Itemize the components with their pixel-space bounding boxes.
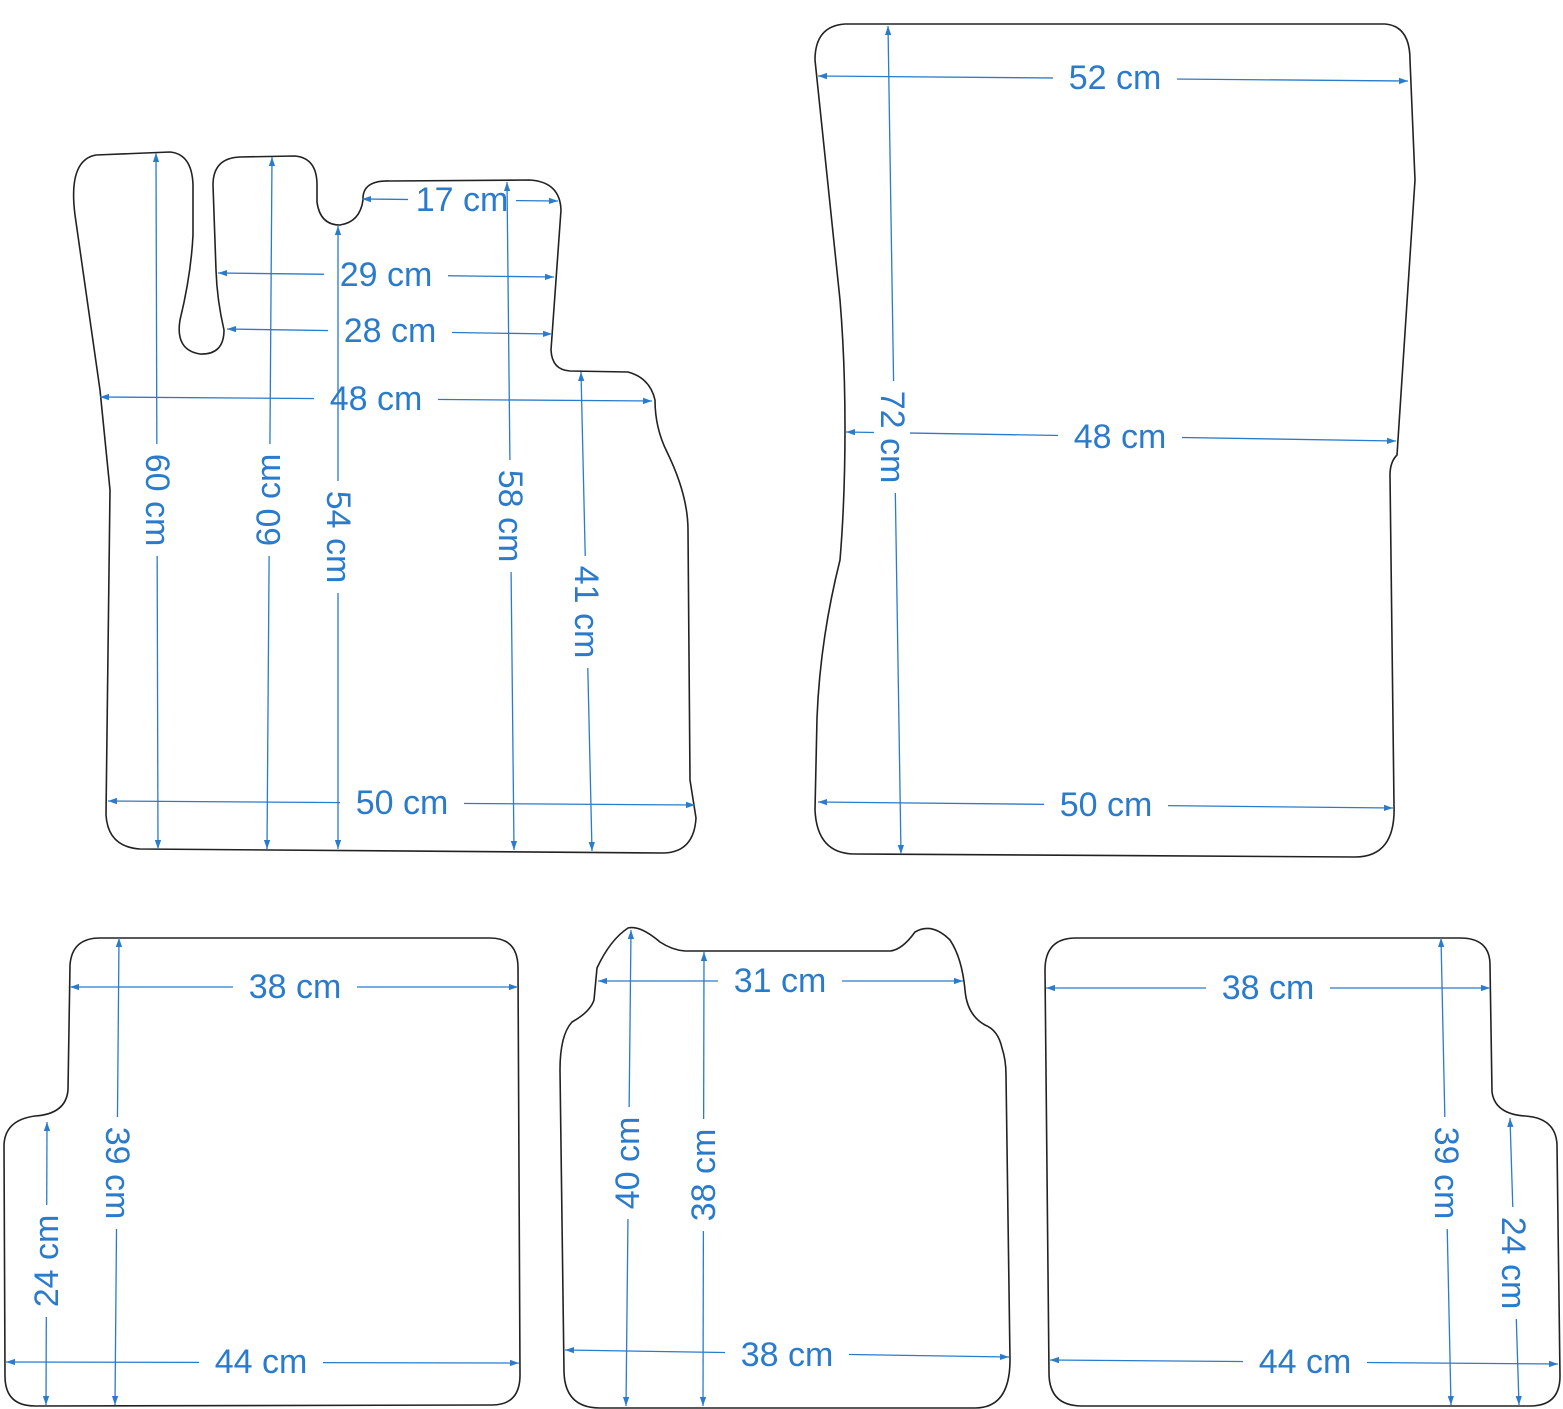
rear-right-mat-dimensions: 38 cm 44 cm 39 cm 24 cm [1046,937,1559,1406]
dimension-label: 52 cm [1069,59,1162,97]
dimension-label-group: 48 cm [1058,418,1182,456]
dimension-label-group: 28 cm [328,312,452,350]
dimension-label: 39 cm [98,1127,136,1220]
front-left-mat-dimensions: 17 cm 29 cm 28 cm 48 cm 50 cm 60 cm 60 cm 54 cm… [99,152,696,852]
dimension-label-group: 72 cm [873,381,911,493]
mat-outline-rear-left [3,937,521,1407]
dimension-label-background [1044,787,1168,823]
dimension-label-background [1495,1207,1531,1319]
rear-middle-mat-dimensions: 31 cm 38 cm 40 cm 38 cm [564,929,1010,1407]
dimension-label-background [233,969,357,1005]
front-right-mat-dimensions: 52 cm 48 cm 50 cm 72 cm [817,25,1409,855]
dimension-label-group: 44 cm [199,1343,323,1381]
dimension-label-background [874,381,910,493]
mat-outline-rear-middle [559,926,1011,1409]
dimension-label-group: 17 cm [408,181,516,219]
dimension-label-background [1428,1117,1464,1229]
dimension-label-background [610,1107,646,1219]
dimension-label-group: 38 cm [725,1336,849,1374]
dimension-label-group: 40 cm [609,1107,647,1219]
dimension-label: 38 cm [1222,969,1315,1007]
dimension-label-group: 50 cm [1044,786,1168,824]
dimension-label: 60 cm [138,454,176,547]
dimension-label: 48 cm [330,380,423,418]
dimension-label-group: 60 cm [138,444,176,556]
dimension-label-background [139,444,175,556]
dimension-label-background [1053,60,1177,96]
dimension-label: 28 cm [344,312,437,350]
dimension-label-group: 31 cm [718,962,842,1000]
dimension-label: 50 cm [1060,786,1153,824]
dimension-label: 38 cm [685,1129,723,1222]
dimension-label: 41 cm [567,566,605,659]
dimension-label-background [328,313,452,349]
dimension-label-background [1058,419,1182,455]
dimension-label-group: 60 cm [250,444,288,556]
dimension-label-group: 39 cm [1427,1117,1465,1229]
rear-left-mat-dimensions: 38 cm 44 cm 39 cm 24 cm [5,937,520,1406]
dimension-label-background [320,481,356,593]
dimension-label-background [686,1119,722,1231]
dimension-label-group: 24 cm [1494,1207,1532,1319]
mat-outline-rear-right [1044,937,1561,1407]
dimension-label-group: 54 cm [319,481,357,593]
dimension-label-background [251,444,287,556]
dimension-label: 58 cm [491,470,529,563]
dimension-label-background [725,1337,849,1373]
dimension-label-background [324,257,448,293]
dimension-label: 38 cm [741,1336,834,1374]
dimension-label: 50 cm [356,784,449,822]
dimension-label: 24 cm [1494,1217,1532,1310]
dimension-label: 31 cm [734,962,827,1000]
dimension-label: 72 cm [873,391,911,484]
dimension-label: 38 cm [249,968,342,1006]
dimension-label-group: 58 cm [491,460,529,572]
dimension-label-background [199,1344,323,1380]
dimension-label-background [1243,1344,1367,1380]
dimension-label-background [1206,970,1330,1006]
dimension-label-background [718,963,842,999]
dimension-label-group: 38 cm [1206,969,1330,1007]
dimension-label-background [408,182,516,218]
dimension-label: 48 cm [1074,418,1167,456]
dimension-label-background [29,1205,65,1317]
dimension-label: 29 cm [340,256,433,294]
dimension-label: 44 cm [1259,1343,1352,1381]
dimension-label-background [492,460,528,572]
dimension-label-group: 50 cm [340,784,464,822]
dimension-label: 54 cm [319,491,357,584]
dimension-label-group: 38 cm [233,968,357,1006]
dimension-label-background [340,785,464,821]
dimension-label-background [314,381,438,417]
dimension-label-background [99,1117,135,1229]
dimension-label: 40 cm [609,1117,647,1210]
dimension-label-group: 44 cm [1243,1343,1367,1381]
dimension-annotations: 17 cm 29 cm 28 cm 48 cm 50 cm 60 cm 60 cm 54 cm… [5,25,1559,1407]
dimension-label: 44 cm [215,1343,308,1381]
dimension-label-group: 38 cm [685,1119,723,1231]
dimension-label-group: 41 cm [567,556,605,668]
dimension-label-group: 48 cm [314,380,438,418]
dimension-label: 17 cm [416,181,509,219]
dimension-label-group: 24 cm [28,1205,66,1317]
dimension-label: 24 cm [28,1215,66,1308]
dimension-label-background [568,556,604,668]
dimension-label: 39 cm [1427,1127,1465,1220]
dimension-label-group: 29 cm [324,256,448,294]
dimension-label-group: 52 cm [1053,59,1177,97]
dimension-label-group: 39 cm [98,1117,136,1229]
dimension-label: 60 cm [250,454,288,547]
